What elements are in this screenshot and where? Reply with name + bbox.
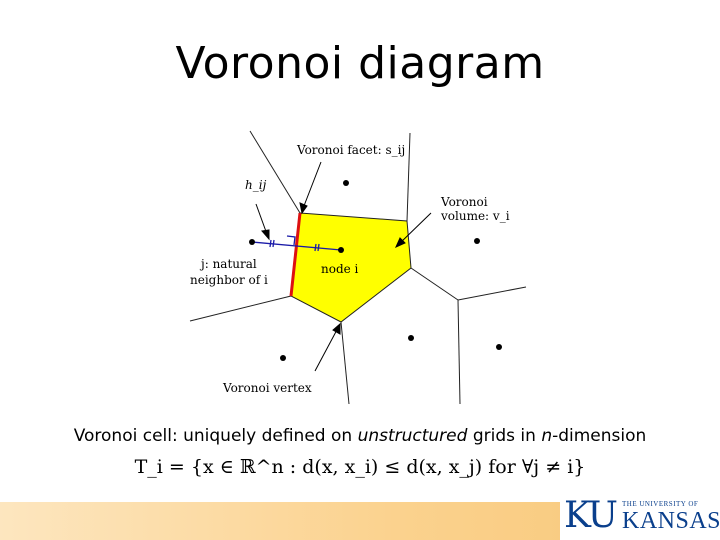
caption-emphasis: unstructured [357,426,468,446]
edge [410,267,459,301]
label-vertex: Voronoi vertex [222,381,312,395]
node-i [338,247,344,253]
hij-line [251,241,342,251]
tick-mark [317,243,320,252]
node [474,238,480,244]
edge [406,132,411,222]
nodes [249,180,502,361]
edge [189,295,292,322]
edge [340,321,350,405]
caption-text: grids in [467,426,542,446]
label-facet: Voronoi facet: s_ij [296,143,405,157]
node [496,344,502,350]
arrowhead [395,237,406,248]
logo-subtitle: THE UNIVERSITY OF [622,500,699,508]
node [408,335,414,341]
arrow-facet [301,161,322,212]
logo-name: KANSAS [622,508,720,534]
node [343,180,349,186]
label-volume-1: Voronoi [440,195,488,209]
tick-mark [272,239,275,248]
label-node: node i [321,262,359,276]
voronoi-edges [189,130,527,405]
hij-segment [251,235,342,252]
caption-emphasis: n [541,426,553,446]
arrowhead [261,229,270,241]
voronoi-facet [289,212,302,297]
node [280,355,286,361]
arrow-volume [397,212,432,246]
logo-mark: KU [564,495,618,536]
caption-text: -dimension [552,426,647,446]
edge [249,130,301,214]
tick-mark [269,239,272,248]
tick-mark [314,243,317,252]
node-j [249,239,255,245]
annotation-arrows [255,161,432,372]
caption: Voronoi cell: uniquely defined on unstru… [0,426,720,446]
university-logo: KU THE UNIVERSITY OF KANSAS [560,494,720,540]
label-neighbor-1: j: natural [199,257,257,271]
label-volume-2: volume: v_i [440,209,510,223]
arrowhead [299,202,308,215]
formula: T_i = {x ∈ ℝ^n : d(x, x_i) ≤ d(x, x_j) f… [134,456,586,478]
edge [457,299,461,405]
caption-text: Voronoi cell: uniquely defined on [73,426,358,446]
label-neighbor-2: neighbor of i [190,273,268,287]
label-hij: h_ij [245,178,267,192]
right-angle-mark [286,235,296,246]
edge [457,286,527,301]
arrowhead [332,322,341,335]
page-title: Voronoi diagram [175,38,545,89]
arrow-vertex [314,325,340,372]
